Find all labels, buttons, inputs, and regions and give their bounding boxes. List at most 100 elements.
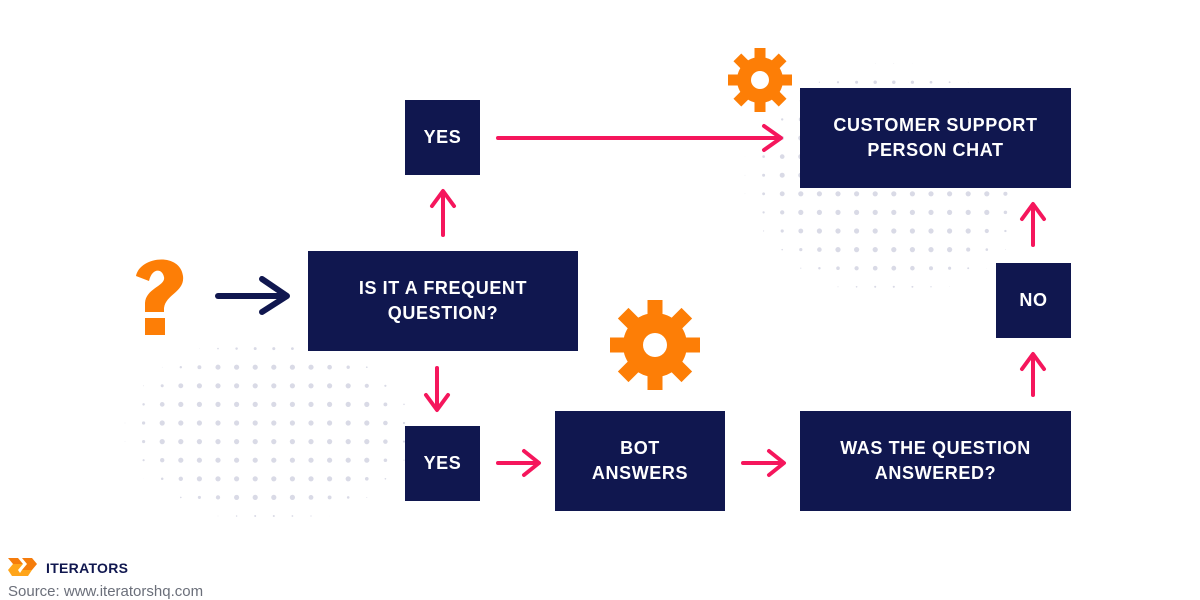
background-dot — [346, 365, 350, 369]
background-dot — [763, 230, 765, 232]
background-dot — [928, 228, 934, 234]
background-dot — [252, 383, 258, 389]
background-dot — [196, 457, 202, 463]
background-dot — [234, 420, 240, 426]
background-dot — [235, 515, 238, 517]
background-dot — [984, 209, 990, 215]
background-dot — [855, 285, 858, 288]
background-dot — [872, 247, 878, 253]
background-dot — [873, 80, 877, 84]
background-dot — [854, 209, 860, 215]
background-dot — [744, 174, 746, 176]
background-dot — [160, 458, 165, 463]
background-dot — [854, 247, 860, 253]
background-dot — [196, 439, 202, 445]
footer: ITERATORS Source: www.iteratorshq.com — [8, 556, 203, 600]
background-dot — [289, 439, 295, 445]
background-dot — [271, 401, 277, 407]
background-dot — [893, 63, 895, 64]
background-dot — [836, 81, 840, 84]
background-dot — [254, 515, 257, 517]
background-dot — [143, 385, 145, 387]
background-dot — [947, 209, 953, 215]
background-dot — [234, 439, 240, 445]
background-dot — [253, 347, 257, 351]
background-dot — [346, 496, 350, 499]
background-dot — [289, 364, 295, 370]
background-dot — [891, 209, 897, 215]
background-dot — [252, 401, 258, 407]
background-dot — [366, 496, 368, 498]
background-dot — [252, 494, 258, 500]
background-dot — [215, 457, 221, 463]
background-dot — [345, 401, 351, 407]
background-dot — [289, 494, 295, 500]
background-dot — [779, 154, 785, 159]
background-dot — [383, 458, 388, 462]
background-dot — [402, 421, 406, 425]
background-dot — [781, 100, 783, 102]
background-dot — [345, 476, 351, 482]
background-dot — [984, 228, 989, 234]
background-dot — [816, 191, 823, 197]
background-dot — [909, 228, 916, 234]
background-dot — [327, 420, 333, 426]
background-dot — [234, 494, 240, 500]
background-dot — [364, 457, 370, 463]
background-dot — [159, 402, 165, 407]
no-node-label: NO — [1019, 290, 1048, 310]
background-dot — [384, 477, 387, 480]
background-dot — [271, 457, 277, 463]
bot-answers-node: BOT ANSWERS — [555, 411, 725, 511]
iterators-logo-icon — [8, 558, 37, 576]
background-dot — [910, 80, 915, 84]
background-dot — [215, 439, 221, 445]
background-dot — [967, 81, 969, 83]
background-dot — [780, 229, 784, 233]
background-dot — [384, 384, 387, 387]
background-dot — [364, 383, 369, 388]
background-dot — [948, 81, 951, 84]
background-dot — [762, 192, 766, 196]
background-dot — [235, 347, 238, 350]
background-dot — [892, 285, 895, 288]
background-dot — [289, 476, 295, 482]
background-dot — [798, 228, 804, 234]
background-dot — [364, 439, 370, 445]
background-dot — [854, 266, 859, 271]
background-dot — [929, 266, 933, 271]
background-dot — [892, 80, 896, 84]
brand-name: ITERATORS — [46, 560, 129, 576]
background-dot — [817, 247, 822, 252]
background-dot — [779, 172, 785, 178]
background-dot — [909, 247, 916, 253]
background-dot — [403, 459, 405, 461]
background-dot — [947, 191, 953, 197]
background-dot — [159, 420, 165, 426]
background-dot — [308, 476, 314, 482]
background-dot — [308, 439, 314, 445]
background-dot — [816, 228, 823, 234]
background-dot — [928, 209, 934, 215]
background-dot — [271, 383, 277, 389]
yes-node-bottom: YES — [405, 426, 480, 501]
background-dot — [872, 265, 878, 271]
background-dot — [271, 364, 277, 370]
background-dot — [327, 401, 333, 407]
was-question-answered-node: WAS THE QUESTION ANSWERED? — [800, 411, 1071, 511]
background-dot — [327, 457, 333, 463]
background-dot — [308, 401, 314, 407]
background-dot — [762, 155, 765, 158]
background-dot — [1003, 191, 1008, 196]
background-dot — [252, 457, 258, 463]
background-dot — [762, 173, 766, 177]
background-dot — [234, 457, 240, 463]
background-dot — [779, 191, 785, 197]
background-dot — [327, 439, 333, 445]
background-dot — [289, 457, 295, 463]
background-dot — [909, 191, 916, 197]
background-dot — [818, 81, 820, 83]
background-dot — [928, 191, 934, 197]
background-dot — [271, 494, 277, 500]
background-dot — [835, 209, 841, 215]
